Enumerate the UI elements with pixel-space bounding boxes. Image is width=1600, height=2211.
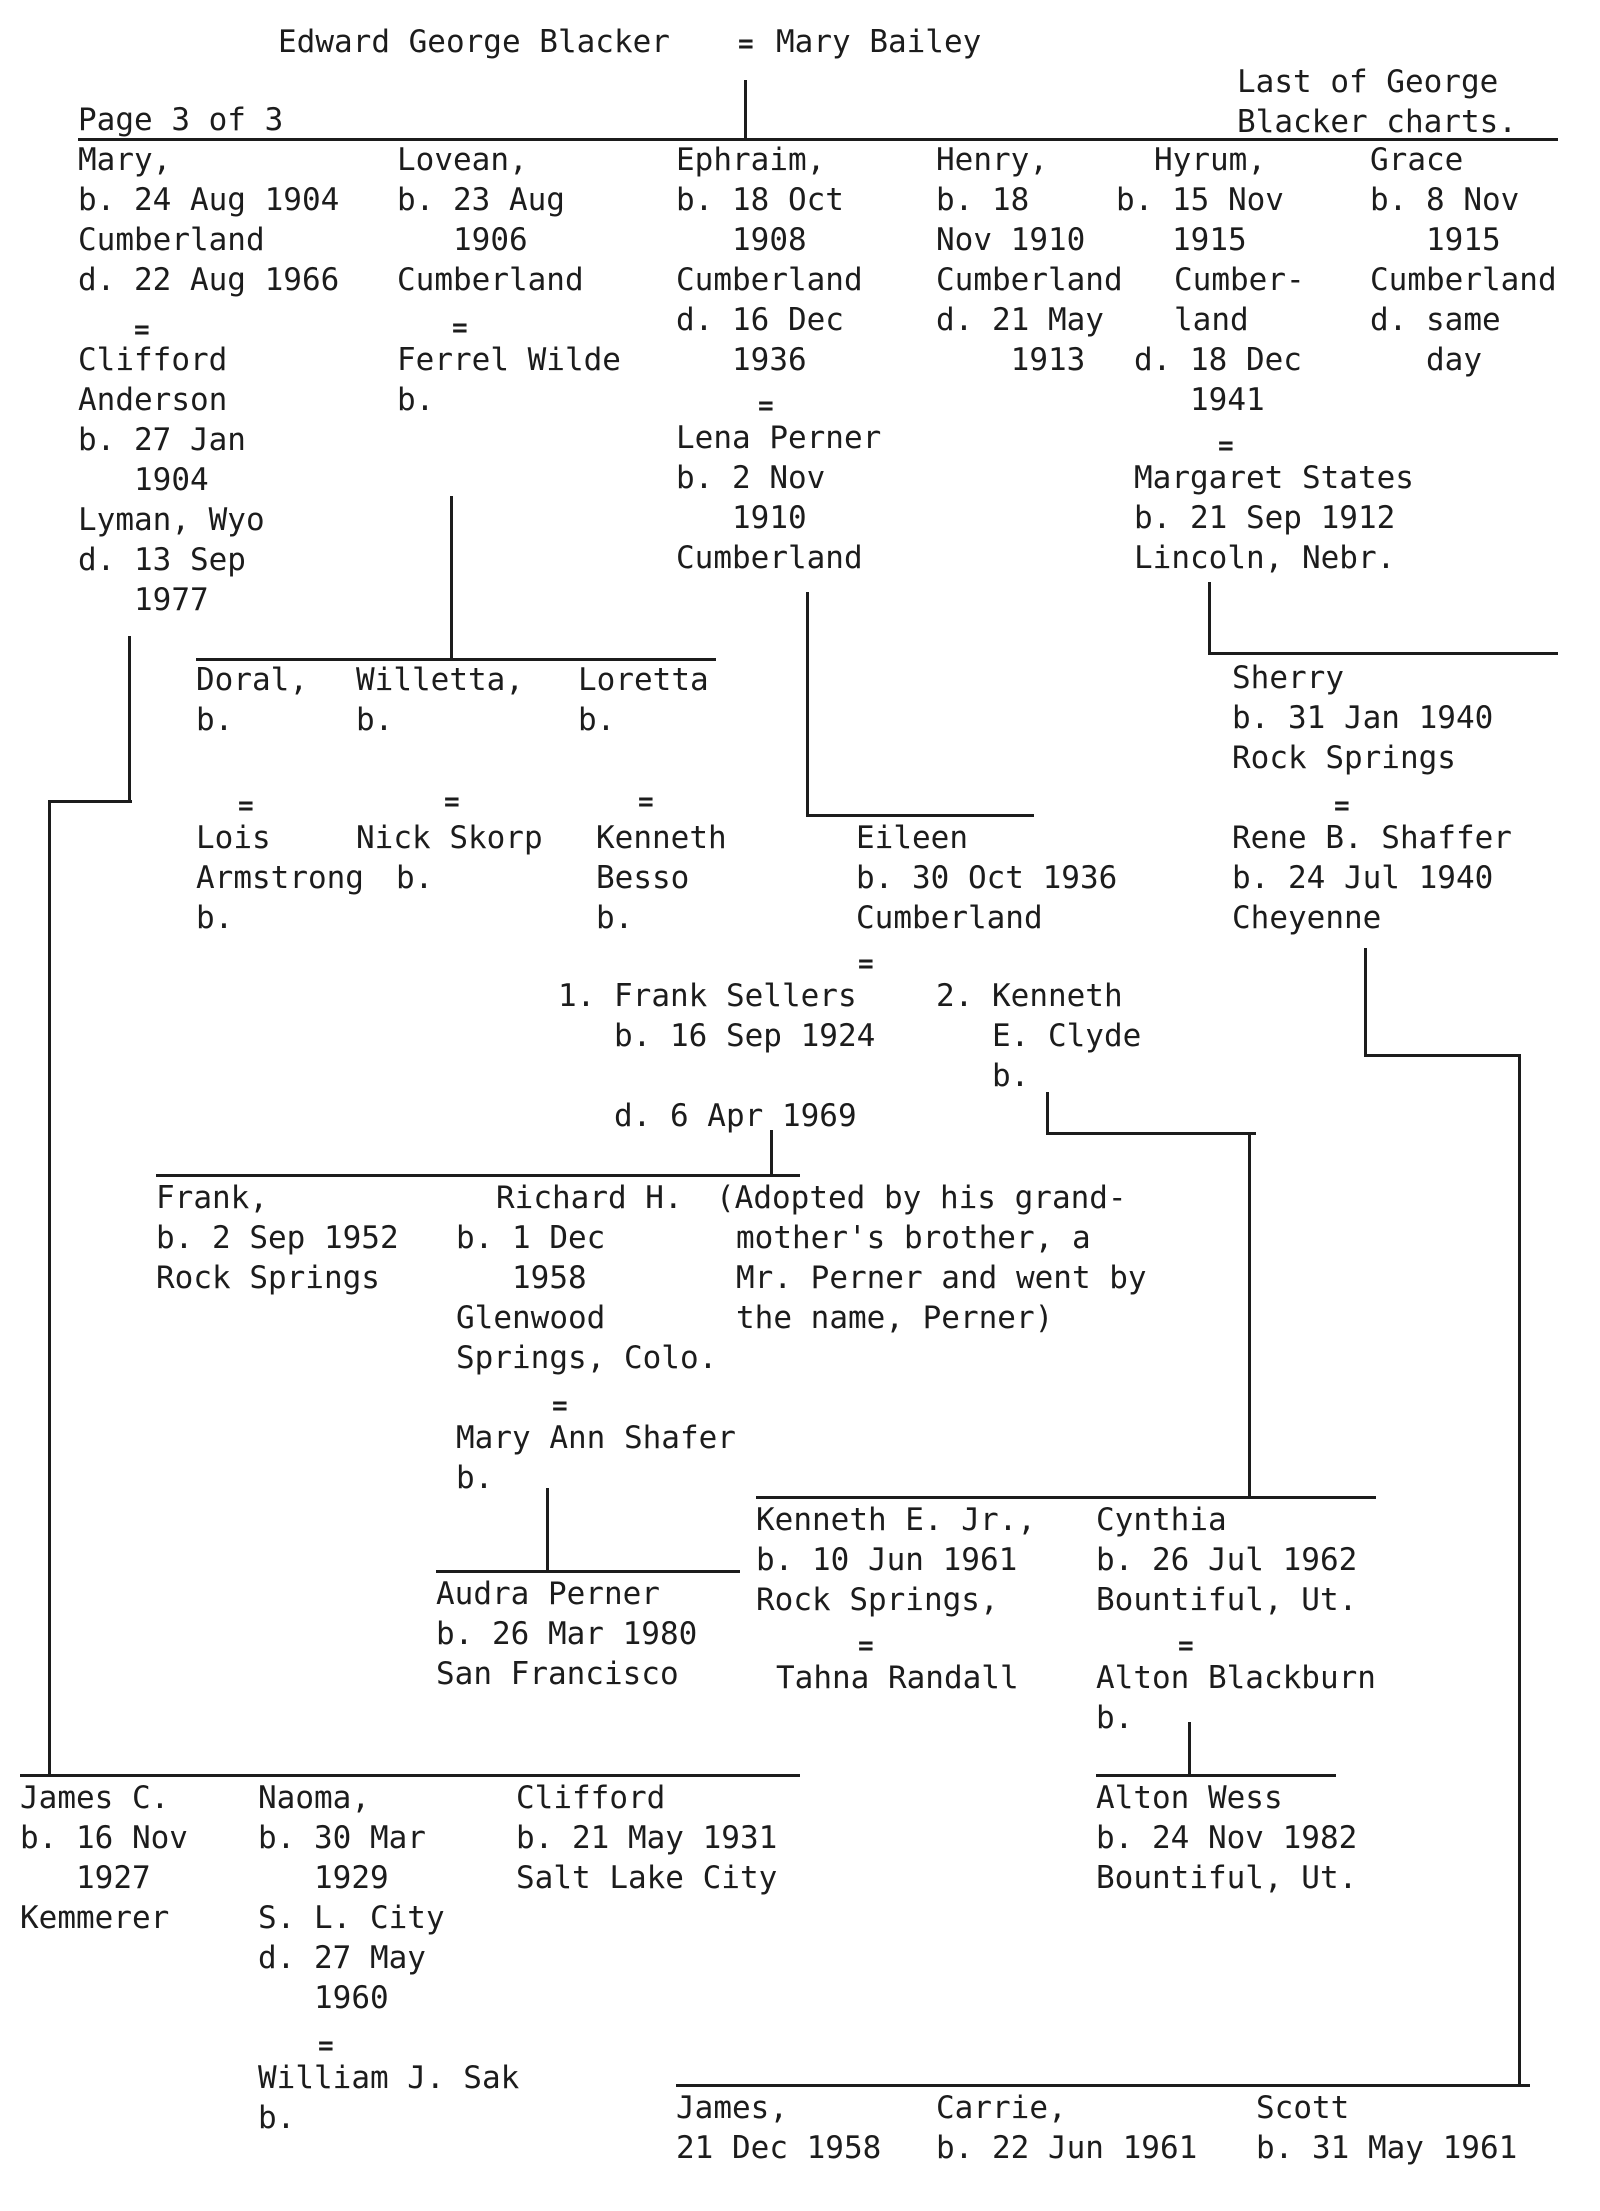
sherry-descent-line: [1364, 948, 1367, 1054]
richard-descent-line: [546, 1488, 549, 1570]
mary-connector: [48, 800, 132, 803]
marriage-sign: =: [858, 949, 874, 979]
child-willetta: Willetta,: [356, 662, 524, 698]
child-loretta: Loretta: [578, 662, 709, 698]
page-label: Page 3 of 3: [78, 102, 284, 138]
marriage-sign: =: [1178, 1631, 1194, 1661]
cynthia-children-line: [1096, 1774, 1336, 1777]
child-hyrum-name: Hyrum,: [1154, 142, 1266, 178]
ephraim-children-line: [806, 814, 1034, 817]
marriage-sign: =: [452, 313, 468, 343]
child-hyrum-birth: b. 15 Nov: [1116, 182, 1284, 218]
marriage-sign: =: [444, 787, 460, 817]
cynthia-descent-line: [1188, 1722, 1191, 1774]
lovean-children-line: [196, 658, 716, 661]
clyde-children-line: [756, 1496, 1376, 1499]
mary-descent-line: [128, 636, 131, 800]
marriage-sign: =: [238, 791, 254, 821]
marriage-sign: =: [134, 315, 150, 345]
shaffer-children-line: [676, 2084, 1530, 2087]
marriage-sign: =: [858, 1631, 874, 1661]
marriage-sign: =: [638, 787, 654, 817]
richard-children-line: [436, 1570, 740, 1573]
sherry-connector: [1364, 1054, 1520, 1057]
hyrum-descent-line: [1208, 582, 1211, 652]
clyde-descent-line: [1046, 1092, 1049, 1132]
ephraim-descent-line: [806, 592, 809, 814]
sellers-descent-line: [770, 1130, 773, 1174]
chart-note-line-1: Last of George: [1237, 64, 1499, 100]
marriage-sign: =: [758, 391, 774, 421]
marriage-sign: =: [552, 1391, 568, 1421]
mother-name: Mary Bailey: [776, 24, 982, 60]
marriage-sign: =: [738, 29, 754, 59]
mary-drop-line: [48, 800, 51, 1776]
children-line: [78, 138, 1558, 141]
spouse-tahna-randall: Tahna Randall: [776, 1660, 1019, 1696]
child-richard: Richard H.: [496, 1180, 683, 1216]
chart-note-line-2: Blacker charts.: [1237, 104, 1517, 140]
sellers-children-line: [156, 1174, 800, 1177]
anderson-children-line: [20, 1774, 800, 1777]
marriage-sign: =: [1218, 431, 1234, 461]
parents-descent-line: [744, 80, 747, 138]
marriage-sign: =: [1334, 791, 1350, 821]
father-name: Edward George Blacker: [278, 24, 670, 60]
lovean-descent-line: [450, 496, 453, 658]
marriage-sign: =: [318, 2031, 334, 2061]
child-doral: Doral,: [196, 662, 308, 698]
clyde-drop-line: [1248, 1132, 1251, 1496]
sherry-drop-line: [1518, 1054, 1521, 2084]
hyrum-children-line: [1208, 652, 1558, 655]
clyde-connector: [1046, 1132, 1256, 1135]
